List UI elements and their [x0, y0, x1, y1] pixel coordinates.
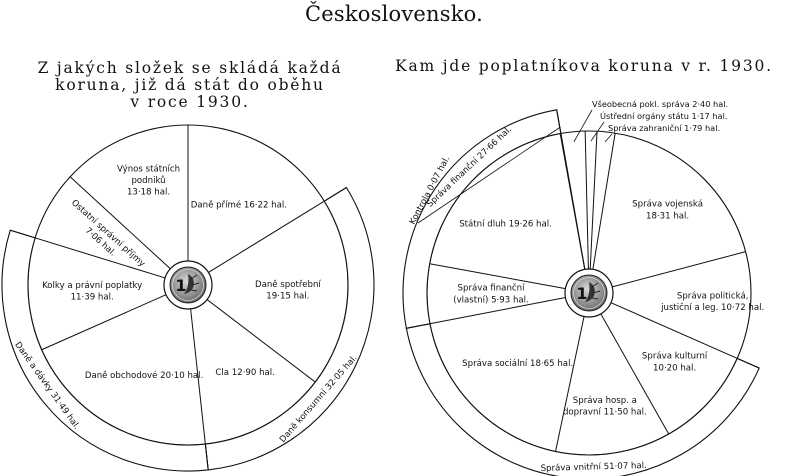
right-pie-chart: Všeobecná pokl. správa 2·40 hal.Ústřední…	[402, 99, 764, 476]
right-chart-title: Kam jde poplatníkova koruna v r. 1930.	[380, 58, 788, 75]
slice-label-line: Správa finanční	[458, 282, 526, 293]
slice-divider	[584, 131, 589, 270]
slice-divider	[429, 263, 566, 290]
slice-label: Cla 12·90 hal.	[215, 368, 275, 378]
callout-leader	[573, 109, 593, 142]
slice-divider	[10, 229, 166, 279]
right-chart-title-line: Kam jde poplatníkova koruna v r. 1930.	[395, 57, 773, 75]
slice-label-line: Správa politická,	[677, 291, 749, 301]
slice-divider	[206, 299, 316, 383]
slice-label-line: 11·39 hal.	[71, 292, 114, 302]
group-band-internal-admin	[405, 323, 760, 476]
slice-label-line: Státní dluh 19·26 hal.	[459, 219, 552, 229]
slice-label-line: 18·31 hal.	[646, 211, 689, 221]
slice-label-line: Výnos státních	[117, 164, 180, 174]
callout-leader	[590, 121, 605, 142]
coin-icon: 1	[564, 268, 614, 318]
slice-label-line: Kolky a právní poplatky	[42, 280, 142, 290]
left-chart-title-line: Z jakých složek se skládá každá	[37, 59, 343, 77]
slice-divider	[190, 308, 209, 470]
slice-divider	[556, 109, 586, 270]
slice-divider	[610, 302, 760, 369]
slice-label-line: Správa sociální 18·65 hal.	[462, 359, 573, 369]
slice-label-line: dopravní 11·50 hal.	[563, 407, 647, 417]
left-chart-title: Z jakých složek se skládá každá koruna, …	[5, 60, 375, 111]
slice-label: Správa hosp. a dopravní 11·50 hal.	[563, 395, 647, 417]
callout-leader	[417, 127, 560, 224]
slice-divider	[208, 187, 347, 273]
coin-numeral: 1	[175, 276, 186, 295]
slice-label-line: Daně spotřební	[255, 278, 321, 289]
slice-label-line: justiční a leg. 10·72 hal.	[660, 301, 764, 312]
slice-label-line: Správa kulturní	[642, 351, 708, 361]
slice-label: Správa zahraniční 1·79 hal.	[608, 123, 720, 133]
slice-label: Správa kulturní 10·20 hal.	[642, 351, 708, 373]
slice-label-line: 10·20 hal.	[653, 363, 696, 373]
left-chart-title-line: v roce 1930.	[130, 93, 250, 111]
slice-label: Ústřední orgány státu 1·17 hal.	[600, 110, 727, 121]
slice-label-line: Cla 12·90 hal.	[215, 368, 275, 378]
slice-divider	[41, 294, 167, 351]
slice-label: Daně přímé 16·22 hal.	[191, 199, 287, 210]
slice-divider	[69, 176, 171, 270]
left-chart-title-line: koruna, již dá stát do oběhu	[55, 76, 325, 94]
slice-label: Správa politická,justiční a leg. 10·72 h…	[660, 291, 764, 313]
callout-leader	[604, 133, 613, 143]
group-label: Správa vnitřní 51·07 hal.	[541, 461, 647, 474]
slice-label: Správa sociální 18·65 hal.	[462, 359, 573, 369]
slice-divider	[600, 313, 670, 435]
slice-label: Kolky a právní poplatky 11·39 hal.	[42, 280, 142, 302]
slice-label: Všeobecná pokl. správa 2·40 hal.	[592, 99, 728, 109]
slice-label-line: 13·18 hal.	[127, 187, 170, 197]
slice-label-line: Správa hosp. a	[573, 395, 637, 405]
slice-label-line: (vlastní) 5·93 hal.	[453, 295, 529, 305]
slice-label: Daně spotřební 19·15 hal.	[255, 278, 321, 301]
slice-label-line: Správa vojenská	[632, 199, 703, 209]
slice-divider	[589, 131, 598, 270]
slice-label: Správa vojenská 18·31 hal.	[632, 199, 703, 221]
slice-label-line: podniků	[131, 175, 165, 186]
slice-divider	[555, 316, 585, 452]
slice-label: Správa finanční (vlastní) 5·93 hal.	[453, 282, 529, 305]
slice-label-line: Daně obchodové 20·10 hal.	[85, 370, 203, 381]
slice-divider	[612, 251, 746, 288]
slice-label: Daně obchodové 20·10 hal.	[85, 370, 203, 381]
slice-divider	[406, 297, 566, 329]
coin-icon: 1	[163, 260, 213, 310]
slice-divider	[592, 133, 616, 270]
slice-label-line: 19·15 hal.	[266, 291, 309, 301]
slice-label-line: Daně přímé 16·22 hal.	[191, 199, 287, 210]
left-pie-chart: Daně přímé 16·22 hal. Daně spotřební 19·15…	[1, 124, 375, 472]
page-title: Československo.	[304, 2, 484, 26]
slice-label: Státní dluh 19·26 hal.	[459, 219, 552, 229]
coin-numeral: 1	[576, 284, 587, 303]
